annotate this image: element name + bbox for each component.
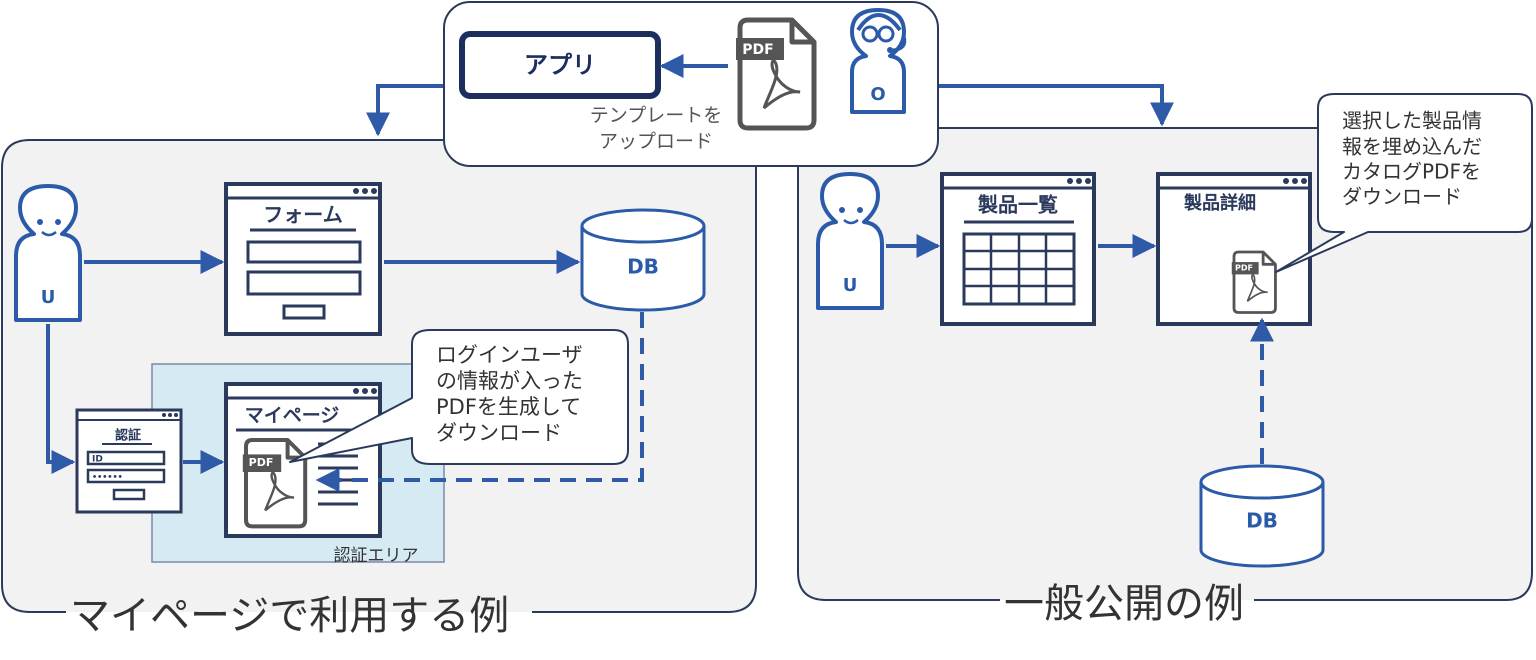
right-user-label: U — [843, 275, 858, 296]
right-callout-line2: 報を埋め込んだ — [1342, 135, 1482, 159]
product-pdf-label: PDF — [1235, 264, 1253, 273]
auth-password-dots: •••••• — [92, 473, 123, 482]
left-db-label: DB — [627, 255, 659, 279]
auth-id-input[interactable] — [86, 450, 166, 466]
app-label: アプリ — [524, 51, 596, 79]
left-panel-title: マイページで利用する例 — [70, 593, 509, 639]
mypage-pdf-icon — [242, 440, 305, 526]
mypage-title: マイページ — [245, 405, 340, 427]
template-pdf-icon — [736, 20, 814, 128]
product-pdf-icon — [1231, 250, 1277, 314]
form-window[interactable] — [224, 182, 382, 336]
operator-headset-icon — [850, 8, 907, 114]
right-callout-line1: 選択した製品情 — [1342, 109, 1482, 133]
left-callout-line2: の情報が入った — [436, 369, 583, 393]
mypage-pdf-label: PDF — [249, 456, 274, 469]
auth-password-input[interactable] — [86, 468, 166, 484]
left-database-icon — [580, 208, 706, 312]
right-db-label: DB — [1246, 509, 1278, 533]
auth-title: 認証 — [115, 428, 141, 444]
form-field-1[interactable] — [246, 240, 362, 264]
auth-id-label: ID — [92, 455, 103, 465]
operator-label: O — [870, 84, 885, 105]
product-list-title: 製品一覧 — [978, 193, 1058, 217]
right-user-icon — [816, 172, 884, 310]
form-field-2[interactable] — [246, 270, 362, 296]
form-submit-button[interactable] — [282, 304, 326, 320]
upload-caption-line1: テンプレートを — [590, 105, 722, 127]
product-detail-title: 製品詳細 — [1183, 192, 1256, 214]
right-flow-arrows — [886, 234, 1274, 464]
right-database-icon — [1199, 464, 1325, 568]
top-panel: アプリ PDF O テンプレートを アップロード — [443, 1, 939, 167]
left-callout: ログインユーザ の情報が入った PDFを生成して ダウンロード — [289, 329, 629, 465]
right-callout: 選択した製品情 報を埋め込んだ カタログPDFを ダウンロード — [1275, 93, 1533, 273]
right-callout-line3: カタログPDFを — [1342, 160, 1481, 184]
left-callout-line1: ログインユーザ — [436, 343, 583, 367]
left-flow-arrows — [46, 250, 644, 492]
top-pdf-label: PDF — [742, 42, 773, 58]
app-button[interactable] — [459, 31, 661, 99]
form-title: フォーム — [263, 203, 342, 227]
auth-area-label: 認証エリア — [334, 546, 419, 566]
left-callout-line3: PDFを生成して — [436, 395, 581, 419]
left-user-icon — [14, 184, 82, 322]
left-user-label: U — [41, 287, 56, 308]
left-callout-line4: ダウンロード — [436, 421, 562, 445]
auth-login-button[interactable] — [112, 488, 146, 501]
auth-window[interactable] — [75, 408, 183, 514]
top-distribution-arrows — [366, 84, 1174, 137]
product-list-window[interactable] — [940, 172, 1096, 326]
right-callout-line4: ダウンロード — [1342, 185, 1462, 209]
upload-caption-line2: アップロード — [599, 131, 713, 153]
right-panel-title: 一般公開の例 — [1004, 581, 1244, 627]
